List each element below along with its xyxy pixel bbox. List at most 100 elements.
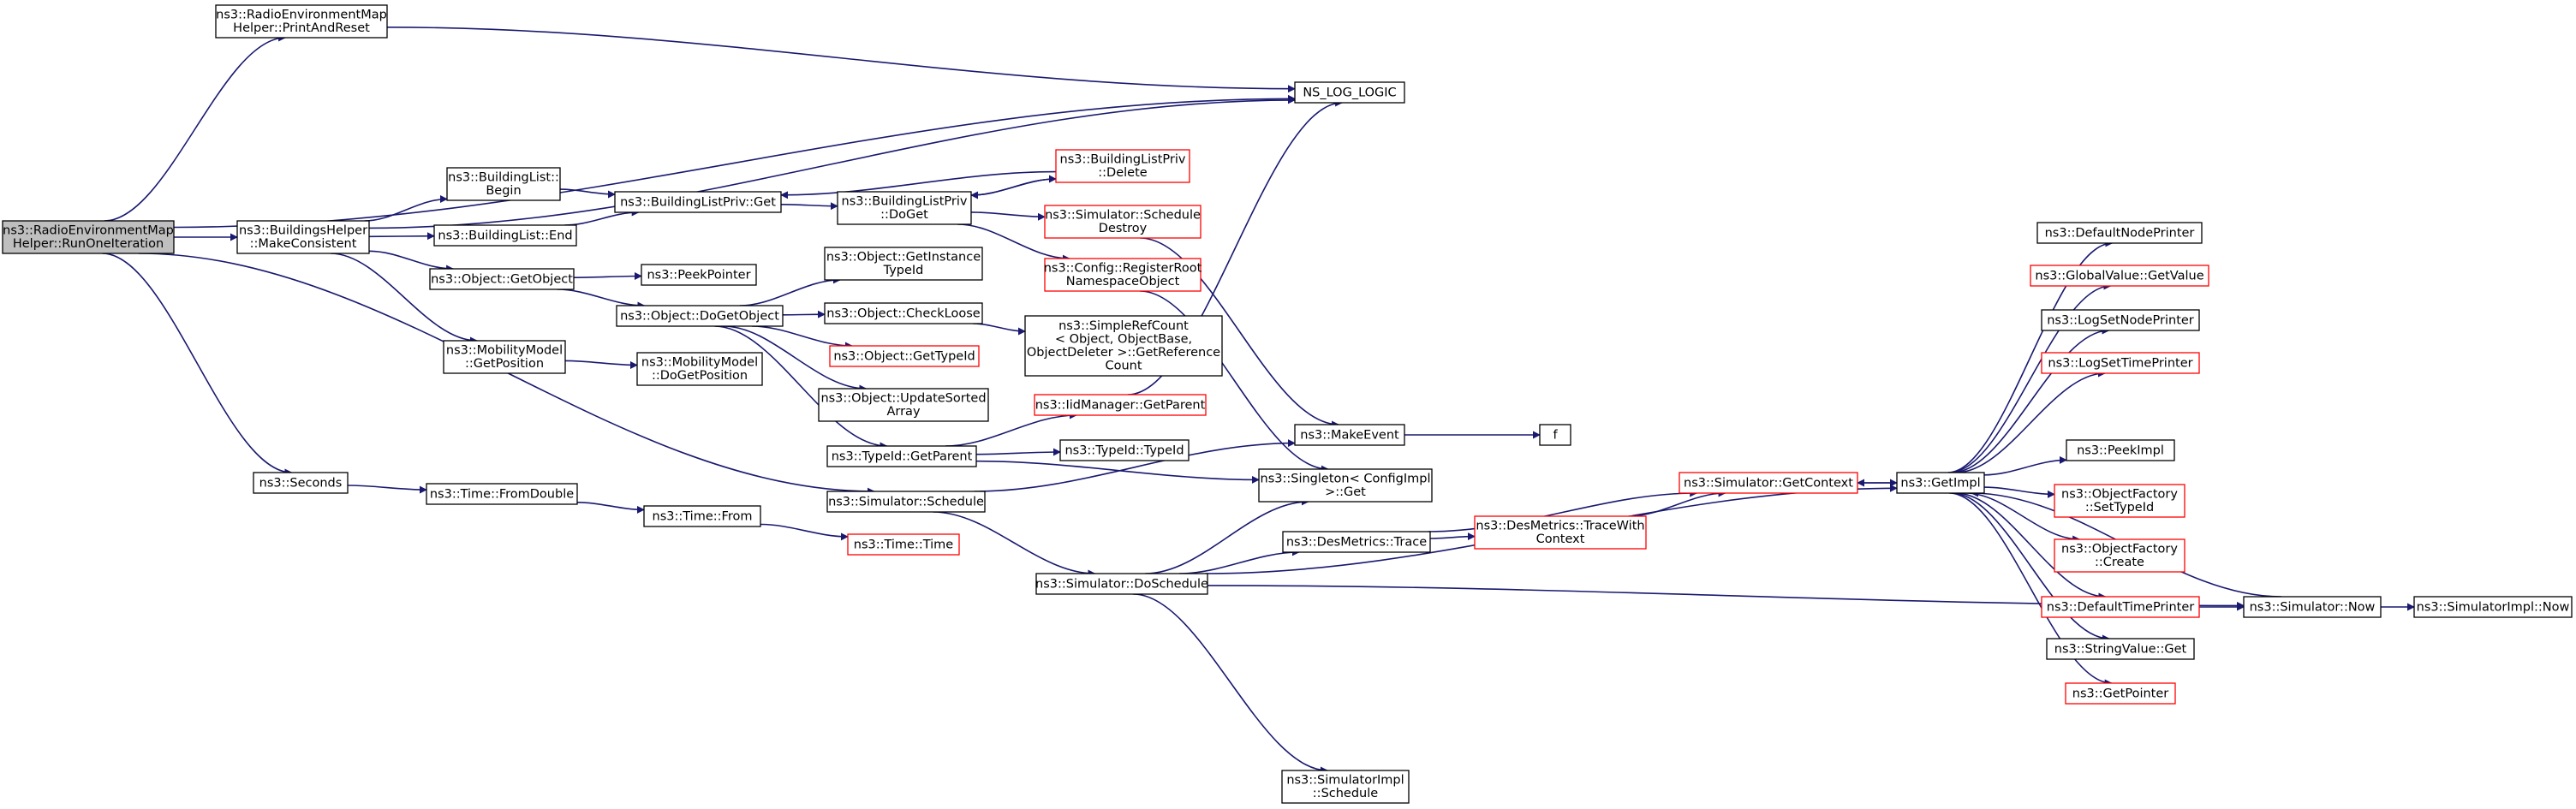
node-label: ns3::BuildingList::End (438, 229, 572, 242)
node-label: ns3::StringValue::Get (2054, 642, 2187, 656)
call-edge-cfg_register-to-singleton_get (1140, 290, 1329, 473)
node-box (2041, 309, 2200, 331)
graph-node-time_from[interactable]: ns3::Time::From (643, 505, 761, 527)
node-box (1035, 573, 1208, 595)
graph-node-obj_checkloose[interactable]: ns3::Object::CheckLoose (824, 302, 983, 324)
graph-node-singleton_get[interactable]: ns3::Singleton< ConfigImpl>::Get (1258, 468, 1433, 503)
graph-node-bl_end[interactable]: ns3::BuildingList::End (433, 224, 577, 247)
graph-node-blp_doget[interactable]: ns3::BuildingListPriv::DoGet (837, 191, 972, 225)
graph-node-sim_schedule[interactable]: ns3::Simulator::Schedule (826, 491, 986, 513)
call-edge-blp_get-to-blp_doget (780, 202, 838, 211)
node-label: ns3::Simulator::DoSchedule (1035, 577, 1208, 591)
graph-node-sim_now[interactable]: ns3::Simulator::Now (2243, 596, 2382, 618)
node-label: Helper::RunOneIteration (13, 237, 164, 251)
node-box (1679, 472, 1858, 494)
graph-node-seconds[interactable]: ns3::Seconds (253, 472, 349, 494)
graph-node-nslog[interactable]: NS_LOG_LOGIC (1294, 81, 1405, 104)
graph-node-peekpointer[interactable]: ns3::PeekPointer (641, 264, 757, 286)
call-edge-root-to-printreset (104, 33, 287, 222)
graph-node-globalvalue_get[interactable]: ns3::GlobalValue::GetValue (2030, 265, 2209, 287)
call-edge-sim_schedule-to-sim_doschedule (933, 511, 1096, 578)
graph-node-simplerefcount[interactable]: ns3::SimpleRefCount< Object, ObjectBase,… (1024, 315, 1223, 377)
graph-node-getpointer[interactable]: ns3::GetPointer (2065, 682, 2176, 705)
graph-node-mobility_dogetpos[interactable]: ns3::MobilityModel::DoGetPosition (636, 352, 763, 386)
graph-node-objfactory_create[interactable]: ns3::ObjectFactory::Create (2054, 538, 2185, 573)
node-label: ns3::ObjectFactory (2061, 488, 2178, 502)
call-edge-bl_begin-to-blp_get (559, 188, 616, 199)
call-edge-obj_checkloose-to-simplerefcount (973, 323, 1026, 336)
call-edge-makeconsistent-to-obj_getobject (368, 250, 455, 273)
call-edge-sim_doschedule-to-singleton_get (1145, 497, 1309, 574)
node-label: ns3::BuildingListPriv (842, 195, 968, 209)
graph-node-f[interactable]: f (1539, 424, 1571, 446)
node-box (1539, 424, 1571, 446)
node-box (1294, 424, 1405, 446)
call-edge-getimpl-to-defaulttimeprinter (1955, 492, 2107, 601)
graph-node-defaultnodeprinter[interactable]: ns3::DefaultNodePrinter (2036, 222, 2203, 244)
graph-node-typeid_typeid[interactable]: ns3::TypeId::TypeId (1059, 439, 1190, 461)
graph-node-des_trace[interactable]: ns3::DesMetrics::Trace (1282, 531, 1431, 553)
node-label: f (1553, 428, 1558, 442)
graph-node-makeconsistent[interactable]: ns3::BuildingsHelper::MakeConsistent (236, 220, 370, 254)
call-edge-sim_doschedule-to-des_trace (1179, 548, 1300, 574)
graph-node-printreset[interactable]: ns3::RadioEnvironmentMapHelper::PrintAnd… (215, 4, 388, 39)
node-box (1024, 315, 1223, 377)
graph-node-stringvalue_get[interactable]: ns3::StringValue::Get (2046, 638, 2195, 660)
graph-node-logsettime[interactable]: ns3::LogSetTimePrinter (2041, 352, 2200, 374)
node-label: ns3::DesMetrics::Trace (1286, 535, 1427, 549)
graph-node-sim_doschedule[interactable]: ns3::Simulator::DoSchedule (1035, 573, 1208, 595)
node-box (215, 4, 388, 39)
graph-node-mobility_getpos[interactable]: ns3::MobilityModel::GetPosition (443, 340, 566, 374)
call-edge-getimpl-to-getpointer (1949, 492, 2113, 687)
graph-node-defaulttimeprinter[interactable]: ns3::DefaultTimePrinter (2041, 596, 2200, 618)
graph-node-time_fromdouble[interactable]: ns3::Time::FromDouble (426, 483, 578, 505)
graph-node-blp_get[interactable]: ns3::BuildingListPriv::Get (614, 191, 782, 213)
node-label: ns3::PeekPointer (647, 268, 750, 282)
node-label: ns3::Object::DoGetObject (620, 309, 779, 323)
graph-node-objfactory_settypeid[interactable]: ns3::ObjectFactory::SetTypeId (2054, 484, 2185, 518)
node-label: ::SetTypeId (2085, 501, 2154, 515)
call-edge-sched_destroy-to-makeevent (1140, 237, 1340, 429)
node-label: Count (1105, 360, 1142, 373)
node-label: NamespaceObject (1066, 275, 1180, 289)
call-edge-root-to-nslog (173, 94, 1296, 229)
graph-node-makeevent[interactable]: ns3::MakeEvent (1294, 424, 1405, 446)
graph-node-simimpl_now[interactable]: ns3::SimulatorImpl::Now (2413, 596, 2573, 618)
graph-node-root[interactable]: ns3::RadioEnvironmentMapHelper::RunOneIt… (2, 220, 175, 254)
node-box (253, 472, 349, 494)
graph-node-logsetnode[interactable]: ns3::LogSetNodePrinter (2041, 309, 2200, 331)
call-edge-obj_getobject-to-peekpointer (573, 272, 642, 281)
node-label: ns3::Object::GetObject (431, 272, 573, 286)
graph-node-obj_gettypeid[interactable]: ns3::Object::GetTypeId (829, 345, 980, 367)
node-box (2030, 265, 2209, 287)
node-label: ns3::Object::GetTypeId (833, 349, 975, 363)
graph-node-time_time[interactable]: ns3::Time::Time (847, 533, 960, 556)
node-label: Destroy (1099, 222, 1148, 235)
call-edge-sim_schedule-to-makeevent (974, 439, 1296, 492)
node-label: ns3::LogSetTimePrinter (2048, 356, 2192, 370)
node-box (426, 483, 578, 505)
graph-node-sim_getcontext[interactable]: ns3::Simulator::GetContext (1679, 472, 1858, 494)
graph-node-obj_getobject[interactable]: ns3::Object::GetObject (429, 268, 575, 290)
call-edge-getimpl-to-objfactory_create (1965, 492, 2081, 544)
graph-node-blp_delete[interactable]: ns3::BuildingListPriv::Delete (1055, 149, 1190, 183)
graph-node-getimpl[interactable]: ns3::GetImpl (1896, 472, 1985, 494)
call-edge-seconds-to-time_fromdouble (347, 485, 427, 494)
call-edge-getimpl-to-logsetnode (1952, 326, 2110, 473)
graph-node-typeid_getparent[interactable]: ns3::TypeId::GetParent (826, 445, 977, 467)
graph-node-obj_dogetobject[interactable]: ns3::Object::DoGetObject (616, 305, 784, 327)
node-label: ns3::PeekImpl (2077, 443, 2164, 457)
call-edge-iid_getparent-to-nslog (1127, 98, 1344, 396)
graph-node-iid_getparent[interactable]: ns3::IidManager::GetParent (1034, 394, 1207, 416)
node-box (847, 533, 960, 556)
graph-node-peekimpl[interactable]: ns3::PeekImpl (2066, 439, 2175, 461)
call-edge-printreset-to-nslog (386, 27, 1296, 93)
graph-node-bl_begin[interactable]: ns3::BuildingList::Begin (446, 167, 561, 201)
call-edge-des_tracewith-to-sim_getcontext (1628, 489, 1726, 517)
graph-node-simimpl_schedule[interactable]: ns3::SimulatorImpl::Schedule (1281, 770, 1410, 804)
